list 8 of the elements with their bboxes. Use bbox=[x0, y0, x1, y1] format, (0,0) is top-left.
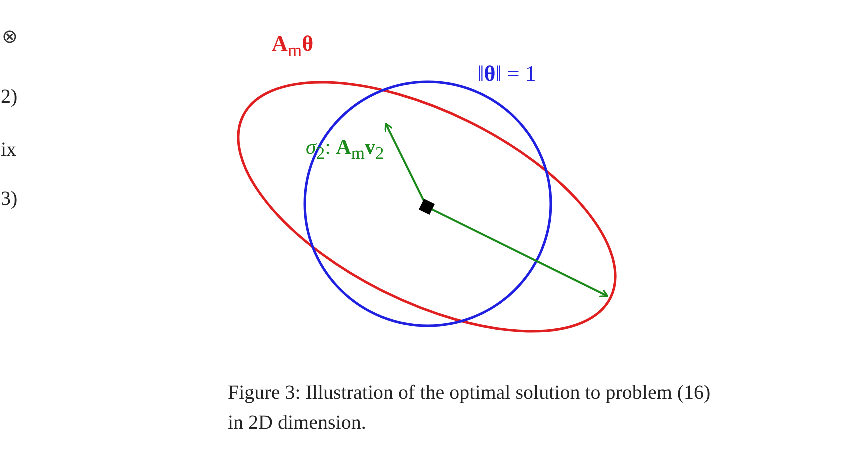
vector-label: σ$_{2}$: A$_{m}$v$_{2}$ bbox=[306, 136, 384, 164]
ellipse-label: A$_{m}$θ bbox=[272, 32, 314, 61]
page-fragment: ⊗ bbox=[2, 28, 18, 49]
circle-label: ‖θ‖ = 1 bbox=[478, 62, 536, 86]
figure-caption: Figure 3: Illustration of the optimal solution to problem (16) in 2D dimension. bbox=[228, 381, 712, 436]
page-fragment: ix bbox=[1, 139, 17, 161]
page-fragment: 2) bbox=[1, 86, 18, 108]
page-fragment: 3) bbox=[1, 188, 18, 210]
